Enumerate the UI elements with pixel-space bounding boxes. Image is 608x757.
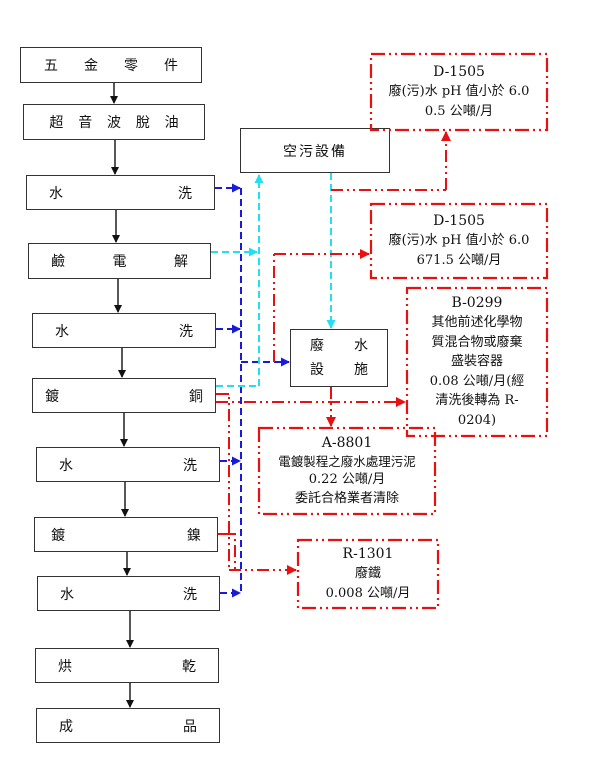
- facility-char: 設: [310, 362, 324, 378]
- step-char: 水: [59, 457, 73, 474]
- waste-note: 委託合格業者清除: [294, 490, 399, 506]
- waste-box-borders: [257, 52, 549, 610]
- waste-code: D-1505: [433, 213, 485, 229]
- step-char: 解: [174, 254, 188, 270]
- step-nickel-plating: 鍍 鎳: [34, 517, 218, 552]
- rinse-water-flow: [215, 183, 290, 598]
- waste-note: 清洗後轉為 R-: [435, 393, 519, 409]
- step-char: 水: [55, 323, 69, 340]
- waste-amount: 0.008 公噸/月: [325, 586, 411, 601]
- step-char: 洗: [179, 323, 193, 340]
- flow-line: [218, 533, 236, 570]
- step-char: 水: [60, 586, 74, 603]
- step-char: 鍍: [45, 388, 59, 405]
- waste-code: B-0299: [451, 294, 503, 311]
- facility-char: 施: [354, 362, 368, 378]
- waste-desc: 其他前述化學物: [431, 315, 523, 331]
- air-flow: [211, 173, 336, 387]
- step-drying: 烘 乾: [35, 648, 219, 683]
- step-alkaline-electrolysis: 鹼 電 解: [28, 243, 211, 279]
- border-d1505-a: [369, 52, 549, 132]
- waste-note: 0204): [457, 412, 497, 428]
- waste-box-d1505-b: D-1505 廢(污)水 pH 值小於 6.0 671.5 公噸/月: [371, 204, 547, 278]
- waste-desc: 廢(污)水 pH 值小於 6.0: [388, 84, 530, 99]
- flow-line: [216, 393, 230, 570]
- border-b0299: [405, 286, 549, 438]
- facility-char: 水: [354, 338, 368, 354]
- border-d1505-b: [369, 202, 549, 280]
- step-ultrasonic-degreasing: 超 音 波 脫 油: [23, 104, 205, 140]
- step-char: 音: [78, 115, 93, 131]
- step-char: 波: [106, 115, 121, 131]
- waste-desc: 廢鐵: [354, 566, 381, 581]
- waste-flow-solid: [216, 393, 235, 535]
- step-char: 五: [44, 58, 58, 74]
- step-char: 超: [49, 115, 64, 131]
- step-char: 成: [59, 718, 73, 735]
- step-char: 脫: [135, 115, 150, 131]
- step-char: 鍍: [51, 527, 65, 544]
- waste-desc: 盛裝容器: [450, 354, 503, 370]
- waste-box-d1505-a: D-1505 廢(污)水 pH 值小於 6.0 0.5 公噸/月: [371, 54, 547, 130]
- step-copper-plating: 鍍 銅: [32, 378, 216, 413]
- step-finished-product: 成 品: [36, 708, 220, 743]
- step-char: 水: [49, 185, 63, 202]
- step-char: 零: [124, 58, 138, 74]
- air-pollution-equipment: 空污設備: [240, 128, 390, 173]
- step-char: 洗: [178, 185, 192, 202]
- step-char: 烘: [58, 658, 72, 675]
- step-water-rinse-1: 水 洗: [26, 175, 215, 210]
- process-arrows: [110, 83, 134, 708]
- waste-box-r1301: R-1301 廢鐵 0.008 公噸/月: [298, 540, 438, 608]
- step-char: 件: [164, 58, 178, 74]
- step-char: 洗: [183, 457, 197, 474]
- waste-code: A-8801: [321, 435, 373, 451]
- waste-box-a8801: A-8801 電鍍製程之廢水處理污泥 0.22 公噸/月 委託合格業者清除: [259, 428, 435, 514]
- waste-desc: 電鍍製程之廢水處理污泥: [278, 453, 416, 469]
- waste-amount: 0.08 公噸/月(經: [429, 373, 525, 389]
- facility-char: 廢: [310, 338, 324, 354]
- step-char: 乾: [182, 658, 196, 675]
- waste-amount: 0.22 公噸/月: [308, 472, 386, 487]
- step-char: 品: [183, 718, 197, 735]
- waste-desc: 廢(污)水 pH 值小於 6.0: [388, 233, 530, 248]
- waste-box-b0299: B-0299 其他前述化學物 質混合物或廢棄 盛裝容器 0.08 公噸/月(經 …: [407, 288, 547, 436]
- step-char: 鎳: [187, 527, 201, 544]
- waste-desc: 質混合物或廢棄: [431, 334, 523, 350]
- border-r1301: [296, 538, 440, 610]
- step-char: 油: [164, 115, 179, 131]
- step-water-rinse-2: 水 洗: [32, 313, 216, 348]
- step-water-rinse-3: 水 洗: [36, 447, 220, 482]
- waste-amount: 0.5 公噸/月: [424, 104, 494, 119]
- waste-code: R-1301: [342, 546, 394, 562]
- waste-amount: 671.5 公噸/月: [416, 253, 502, 268]
- step-char: 電: [112, 254, 127, 270]
- step-water-rinse-4: 水 洗: [37, 576, 220, 611]
- step-hardware-parts: 五 金 零 件: [20, 47, 202, 83]
- step-char: 洗: [183, 586, 197, 603]
- step-char: 鹼: [51, 254, 65, 270]
- waste-code: D-1505: [433, 64, 485, 80]
- step-char: 銅: [189, 388, 203, 405]
- border-a8801: [257, 426, 437, 516]
- step-char: 金: [84, 58, 98, 74]
- facility-label: 空污設備: [283, 143, 347, 160]
- wastewater-facility: 廢 水 設 施: [290, 329, 388, 387]
